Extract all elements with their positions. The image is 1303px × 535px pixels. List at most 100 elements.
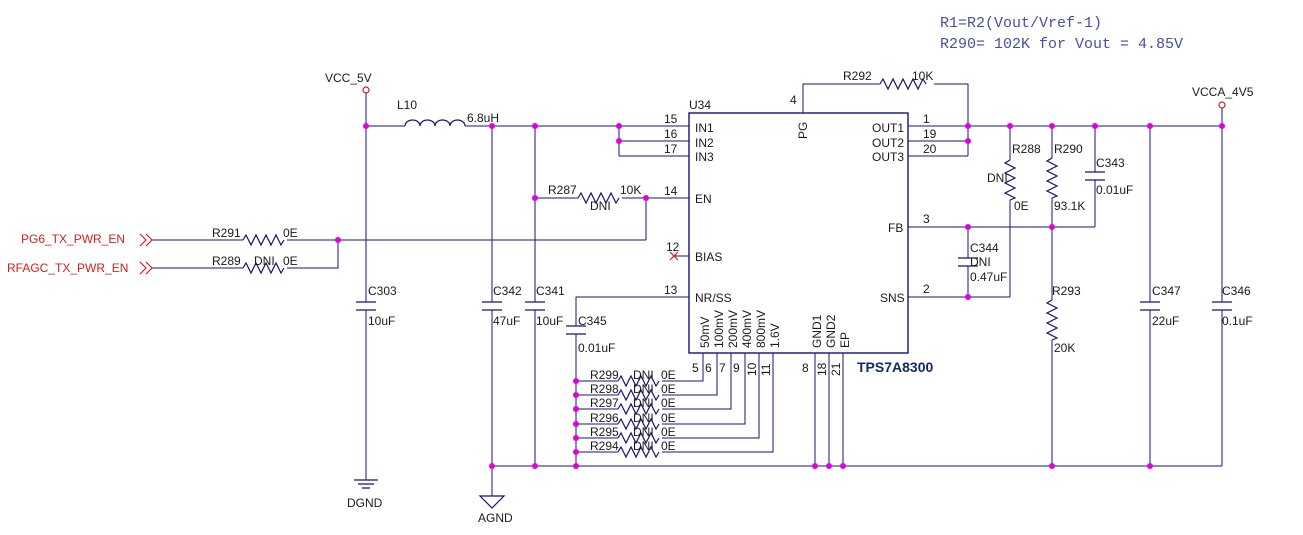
ladder-val: 0E (661, 382, 676, 396)
r290-ref: R290 (1054, 142, 1083, 156)
pin-en: EN (695, 192, 712, 206)
r291-ref: R291 (212, 226, 241, 240)
r288-ref: R288 (1012, 142, 1041, 156)
c344-dni: DNI (970, 255, 991, 269)
r287-dni: DNI (590, 199, 611, 213)
pin-gnd2: GND2 (824, 314, 838, 348)
pin-pg: PG (796, 122, 810, 139)
c345-symbol (566, 325, 586, 335)
ladder-ref: R295 (590, 425, 619, 439)
pinnum-4: 4 (790, 93, 797, 107)
r288-symbol (1003, 159, 1017, 201)
dgnd-symbol (354, 479, 378, 489)
c303-symbol (356, 301, 376, 311)
c341-symbol (525, 301, 545, 311)
pinnum-13: 13 (664, 283, 678, 297)
ladder-dni: DNI (633, 396, 654, 410)
c343-symbol (1085, 171, 1105, 181)
ladder-ref: R296 (590, 411, 619, 425)
pinnum-1: 1 (923, 112, 930, 126)
c347-ref: C347 (1152, 284, 1181, 298)
r292-symbol (879, 77, 927, 91)
ladder-ref: R294 (590, 439, 619, 453)
c303-ref: C303 (368, 284, 397, 298)
c346-symbol (1212, 301, 1232, 311)
note-r290: R290= 102K for Vout = 4.85V (940, 36, 1183, 53)
r293-symbol (1045, 299, 1059, 341)
c344-val: 0.47uF (970, 270, 1007, 284)
pin-800mv: 800mV (754, 310, 768, 348)
gnd-pin-wires (814, 353, 844, 466)
pinnum-11: 11 (759, 363, 773, 376)
r289-dni: DNI (254, 254, 275, 268)
wire-in-bus (618, 126, 689, 157)
vcca-port (1218, 101, 1226, 109)
r287-symbol (577, 191, 620, 205)
c347-symbol (1140, 301, 1160, 311)
wire-out-bus (908, 125, 1222, 157)
pinnum-7: 7 (719, 361, 726, 375)
pin-out1: OUT1 (872, 121, 904, 135)
ic-u34-body (688, 112, 909, 354)
ladder-ref: R299 (590, 368, 619, 382)
ladder-row-5: R294 DNI 0E (576, 353, 774, 459)
pinnum-15: 15 (664, 112, 678, 126)
c343-val: 0.01uF (1096, 183, 1133, 197)
ladder-val: 0E (661, 396, 676, 410)
pin-fb: FB (888, 221, 903, 235)
ladder-val: 0E (661, 439, 676, 453)
r290-val: 93.1K (1054, 199, 1085, 213)
c342-ref: C342 (493, 284, 522, 298)
net-rfagc-label: RFAGC_TX_PWR_EN (7, 261, 128, 275)
pinnum-17: 17 (664, 142, 678, 156)
pinnum-8: 8 (802, 361, 809, 375)
pinnum-19: 19 (923, 127, 937, 141)
pin-gnd1: GND1 (810, 314, 824, 348)
c342-symbol (482, 301, 502, 311)
r287-val: 10K (620, 183, 641, 197)
pinnum-20: 20 (923, 142, 937, 156)
net-vcca-label: VCCA_4V5 (1192, 85, 1254, 99)
pin-50mv: 50mV (698, 317, 712, 348)
pin-1v6: 1.6V (768, 323, 782, 348)
c345-ref: C345 (578, 314, 607, 328)
ic-ref: U34 (689, 98, 711, 112)
r289-ref: R289 (212, 254, 241, 268)
pinnum-18: 18 (815, 362, 829, 376)
pin-200mv: 200mV (726, 310, 740, 348)
pin-out3: OUT3 (872, 150, 904, 164)
ladder-ref: R298 (590, 382, 619, 396)
ladder-row-0: R299 DNI 0E (576, 353, 704, 388)
ladder-val: 0E (661, 411, 676, 425)
rfagc-wire (152, 240, 339, 269)
c341-val: 10uF (536, 314, 563, 328)
pin-sns: SNS (880, 291, 905, 305)
net-dgnd-label: DGND (347, 496, 383, 510)
ladder-dni: DNI (633, 439, 654, 453)
ladder-dni: DNI (633, 411, 654, 425)
r292-val: 10K (912, 69, 933, 83)
agnd-symbol (478, 495, 506, 509)
pin-ep: EP (838, 332, 852, 348)
ladder-dni: DNI (633, 425, 654, 439)
vcc-port (362, 86, 370, 94)
ladder-row-1: R298 DNI 0E (576, 353, 718, 402)
pin-bias: BIAS (695, 250, 722, 264)
pinnum-16: 16 (664, 127, 678, 141)
ladder-row-4: R295 DNI 0E (576, 353, 760, 445)
pin-in1: IN1 (695, 121, 714, 135)
pinnum-6: 6 (705, 361, 712, 375)
r287-wire (535, 197, 689, 240)
r293-ref: R293 (1052, 284, 1081, 298)
l10-val: 6.8uH (467, 111, 499, 125)
note-formula: R1=R2(Vout/Vref-1) (940, 15, 1102, 32)
c341-ref: C341 (536, 284, 565, 298)
pin-out2: OUT2 (872, 136, 904, 150)
pg-wire (802, 83, 969, 126)
rfagc-port-icon (139, 261, 153, 275)
pinnum-5: 5 (692, 361, 699, 375)
r289-val: 0E (283, 254, 298, 268)
r288-val: 0E (1014, 199, 1029, 213)
c344-symbol (958, 257, 978, 267)
pin-400mv: 400mV (740, 310, 754, 348)
